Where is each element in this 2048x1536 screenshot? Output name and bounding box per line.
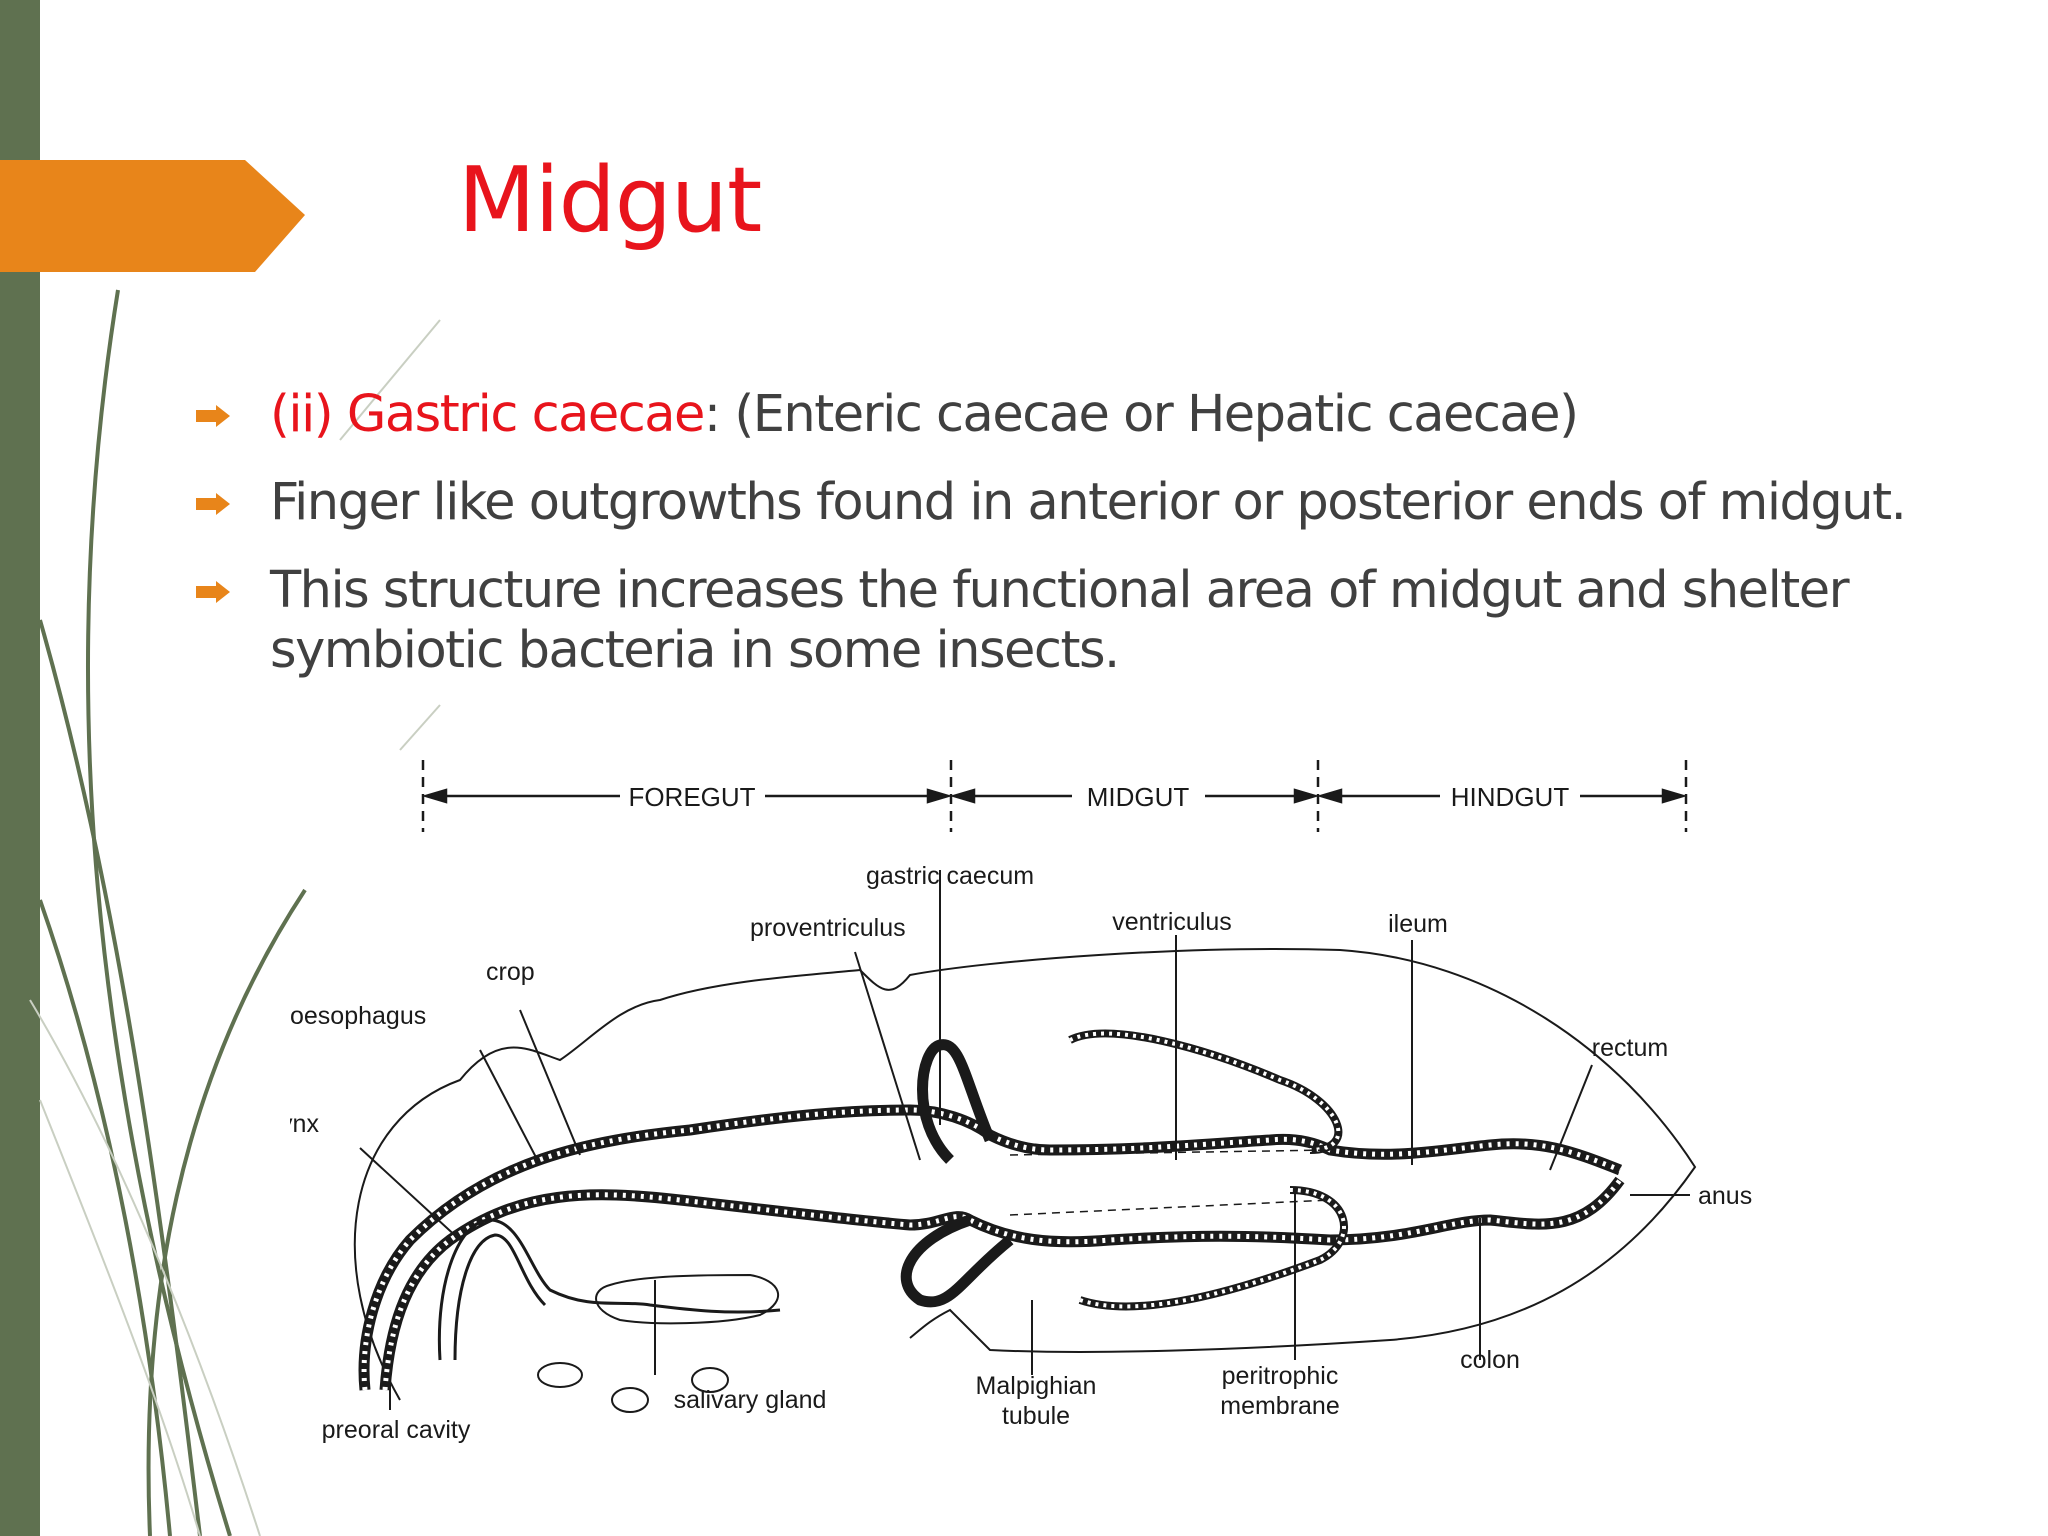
label-salivary-gland: salivary gland bbox=[674, 1386, 827, 1414]
bullet-item: (ii) Gastric caecae: (Enteric caecae or … bbox=[192, 385, 1992, 445]
label-colon: colon bbox=[1460, 1346, 1520, 1374]
leader-lines bbox=[359, 870, 1690, 1410]
label-peritrophic-line2: membrane bbox=[1220, 1392, 1340, 1420]
arrow-right-icon bbox=[196, 581, 230, 603]
body-outline bbox=[353, 948, 1697, 1401]
label-proventriculus: proventriculus bbox=[750, 914, 906, 942]
section-foregut: FOREGUT bbox=[628, 782, 755, 812]
label-malpighian-line1: Malpighian bbox=[976, 1372, 1097, 1400]
title-accent-tab bbox=[0, 160, 305, 272]
bullet-list: (ii) Gastric caecae: (Enteric caecae or … bbox=[192, 385, 1992, 709]
section-hindgut: HINDGUT bbox=[1451, 782, 1570, 812]
decorative-lines bbox=[29, 289, 441, 1536]
insect-gut-diagram: FOREGUT MIDGUT HINDGUT bbox=[290, 760, 1752, 1444]
label-gastric-caecum: gastric caecum bbox=[866, 862, 1034, 890]
arrow-right-icon bbox=[196, 493, 230, 515]
label-malpighian-line2: tubule bbox=[1002, 1402, 1070, 1430]
label-ileum: ileum bbox=[1388, 910, 1448, 938]
bullet-item: This structure increases the functional … bbox=[192, 561, 1992, 681]
bullet-item: Finger like outgrowths found in anterior… bbox=[192, 473, 1992, 533]
slide-title: Midgut bbox=[458, 148, 762, 253]
label-preoral-cavity: preoral cavity bbox=[322, 1416, 471, 1444]
bullet-text: : (Enteric caecae or Hepatic caecae) bbox=[703, 385, 1579, 444]
label-peritrophic-line1: peritrophic bbox=[1222, 1362, 1339, 1390]
bullet-highlight: (ii) Gastric caecae bbox=[270, 385, 705, 444]
label-ventriculus: ventriculus bbox=[1112, 908, 1232, 936]
section-arrows bbox=[421, 788, 1688, 804]
label-anus: anus bbox=[1698, 1182, 1752, 1210]
arrow-right-icon bbox=[196, 405, 230, 427]
bullet-text: Finger like outgrowths found in anterior… bbox=[270, 473, 1907, 532]
section-midgut: MIDGUT bbox=[1087, 782, 1190, 812]
label-rectum: rectum bbox=[1592, 1034, 1668, 1062]
label-oesophagus: oesophagus bbox=[290, 1002, 426, 1030]
label-crop: crop bbox=[486, 958, 535, 986]
label-pharynx: pharynx bbox=[290, 1110, 319, 1138]
bullet-text: This structure increases the functional … bbox=[270, 561, 1850, 680]
